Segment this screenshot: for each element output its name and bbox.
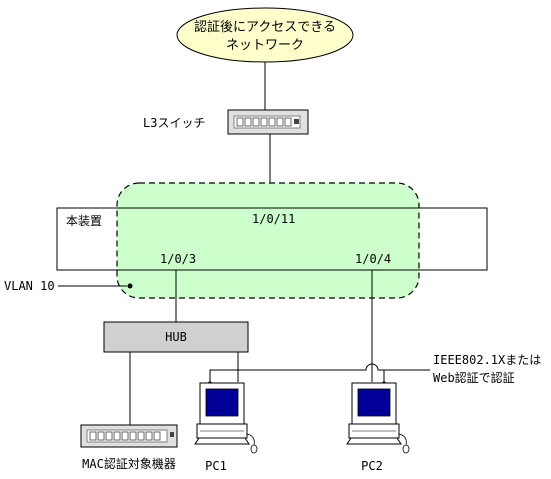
hub-box <box>103 321 249 353</box>
pc1-label: PC1 <box>205 459 227 473</box>
auth-callout-line <box>209 363 385 387</box>
mac-device-label: MAC認証対象機器 <box>82 456 176 471</box>
vlan-area <box>116 182 420 299</box>
pc2-keyboard <box>346 437 402 445</box>
l3-switch: L3スイッチ <box>143 109 309 135</box>
mac-device-port-panel <box>86 429 168 443</box>
pc2: PC2 <box>346 382 410 473</box>
cloud-label-line2: ネットワーク <box>226 38 304 53</box>
hub-label: HUB <box>165 330 187 344</box>
pc2-label: PC2 <box>361 459 383 473</box>
mac-device: MAC認証対象機器 <box>80 424 178 471</box>
pc2-mouse <box>402 444 410 454</box>
auth-note-line1: IEEE802.1Xまたは <box>433 353 541 367</box>
pc1-mouse <box>250 444 258 454</box>
port-pc2: 1/0/4 <box>355 252 391 266</box>
l3-switch-label: L3スイッチ <box>143 116 205 130</box>
vlan-label: VLAN 10 <box>4 279 55 293</box>
port-uplink: 1/0/11 <box>252 212 295 226</box>
port-hub: 1/0/3 <box>160 252 196 266</box>
vlan-pointer-dot <box>127 283 133 289</box>
pc1-keyboard <box>194 437 250 445</box>
auth-note-line2: Web認証で認証 <box>433 370 515 385</box>
pc2-screen <box>357 388 391 417</box>
device-box <box>56 207 488 271</box>
pc1-screen <box>205 388 239 417</box>
device-label: 本装置 <box>66 214 102 228</box>
cloud-label-line1: 認証後にアクセスできる <box>194 19 336 35</box>
pc1: PC1 <box>194 382 258 473</box>
network-cloud: 認証後にアクセスできる ネットワーク <box>176 7 354 63</box>
